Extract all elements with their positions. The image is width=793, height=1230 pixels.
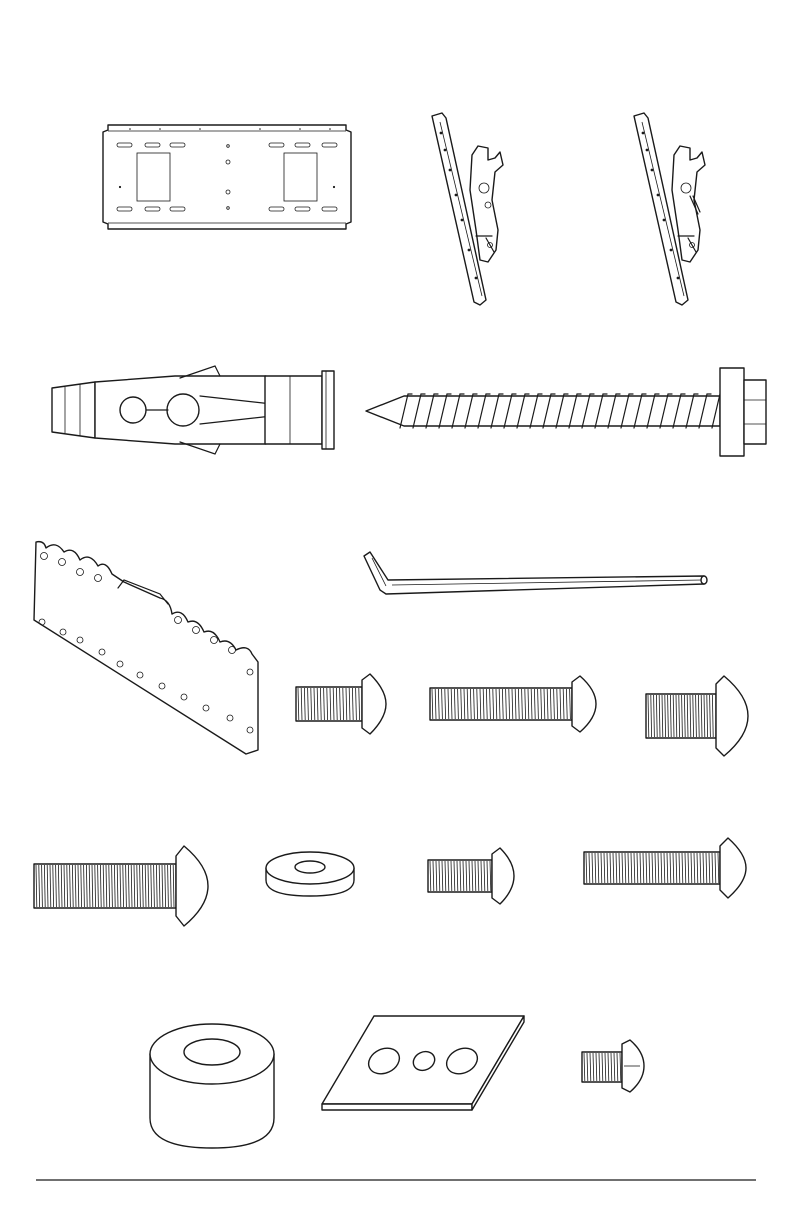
tilt-bracket-right bbox=[634, 113, 705, 305]
lag-bolt bbox=[366, 368, 766, 456]
wall-plate bbox=[103, 125, 351, 229]
adapter-plate bbox=[34, 542, 258, 754]
screw-small bbox=[582, 1040, 644, 1092]
washer bbox=[266, 852, 354, 896]
hex-key bbox=[364, 552, 707, 594]
screw-m5-long bbox=[584, 838, 746, 898]
screw-m5-short bbox=[428, 848, 514, 904]
tilt-bracket-left bbox=[432, 113, 503, 305]
spacer-plate bbox=[322, 1016, 524, 1110]
screw-m6-short bbox=[296, 674, 386, 734]
spacer bbox=[150, 1024, 274, 1148]
screw-m6-long bbox=[430, 676, 596, 732]
screw-m8-long bbox=[34, 846, 208, 926]
toggle-anchor bbox=[52, 366, 334, 454]
screw-m8-short bbox=[646, 676, 748, 756]
